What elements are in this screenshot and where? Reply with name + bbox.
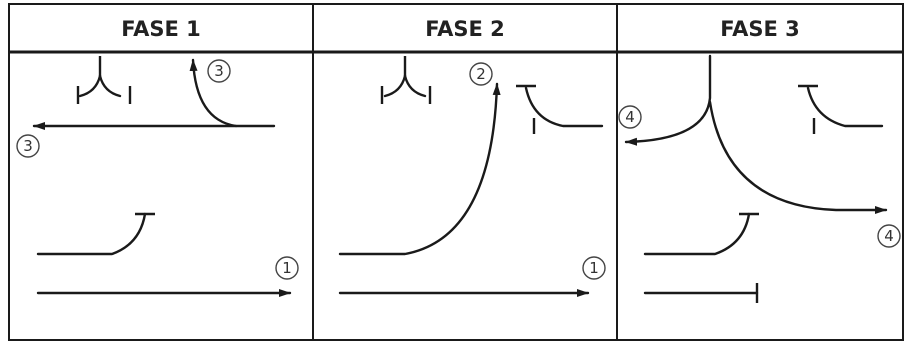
phase-3-panel: 4 4 xyxy=(618,54,901,303)
svg-text:1: 1 xyxy=(282,259,292,277)
phase-3-stopped-through xyxy=(643,283,759,303)
svg-text:2: 2 xyxy=(476,65,486,83)
phase-2-badge-2: 2 xyxy=(469,62,493,86)
phase-1-panel: 3 3 1 xyxy=(16,56,299,297)
phase-1-movement-3-right-turn xyxy=(189,58,238,128)
phase-1-title: FASE 1 xyxy=(121,17,201,41)
phase-2-badge-1: 1 xyxy=(582,256,606,280)
svg-text:4: 4 xyxy=(625,108,635,126)
phase-3-east-stopped-movement xyxy=(798,84,884,134)
phase-3-movement-4-eastbound-turn xyxy=(708,100,888,214)
phase-2-north-stopped-movement xyxy=(380,56,432,104)
svg-text:1: 1 xyxy=(589,259,599,277)
phase-1-badge-3-left: 3 xyxy=(16,134,40,158)
phase-2-panel: 2 1 xyxy=(338,56,606,297)
phase-3-badge-4-right: 4 xyxy=(877,224,901,248)
svg-text:4: 4 xyxy=(884,227,894,245)
phase-1-north-stopped-movement xyxy=(76,56,132,104)
phase-1-badge-1: 1 xyxy=(275,256,299,280)
phase-1-badge-3-right: 3 xyxy=(207,59,231,83)
phase-1-stopped-left-turn xyxy=(36,212,155,256)
svg-text:3: 3 xyxy=(214,62,224,80)
phase-2-movement-2-left-turn xyxy=(338,82,501,256)
phase-3-title: FASE 3 xyxy=(720,17,800,41)
phase-3-badge-4-left: 4 xyxy=(618,105,642,129)
phase-3-stopped-left-turn xyxy=(643,212,759,256)
diagram-frame xyxy=(8,3,904,341)
phase-3-movement-4-westbound-turn xyxy=(624,54,712,146)
svg-text:3: 3 xyxy=(23,137,33,155)
phase-2-east-stopped-movement xyxy=(516,84,604,134)
phase-2-title: FASE 2 xyxy=(425,17,505,41)
